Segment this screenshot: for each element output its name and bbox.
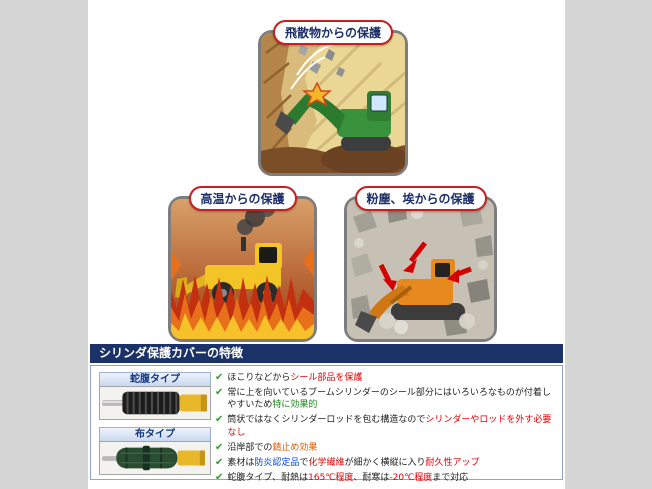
card-title-text: 粉塵、埃からの保護 xyxy=(366,192,475,206)
feature-text: 沿岸部での錆止め効果 xyxy=(227,442,317,454)
feature-text-segment: 沿岸部での xyxy=(227,442,273,453)
feature-text-segment: 素材は xyxy=(227,457,255,468)
jabara-product-photo xyxy=(99,386,211,420)
check-icon: ✔ xyxy=(215,372,224,383)
product-label: 布タイプ xyxy=(99,427,211,441)
feature-text-segment: 耐久性アップ xyxy=(425,457,480,468)
feature-text-segment: 化学繊維 xyxy=(308,457,345,468)
features-box: 蛇腹タイプ 布タイプ xyxy=(90,365,563,483)
feature-text-segment: 常に上を向いているブームシリンダーのシール部分にはいろいろなものが付着しやすいた… xyxy=(227,388,551,411)
check-icon: ✔ xyxy=(215,471,224,483)
feature-text-segment: で xyxy=(299,457,309,468)
features-header-text: シリンダ保護カバーの特徴 xyxy=(99,346,244,360)
feature-text-segment: 165℃程度 xyxy=(308,472,354,483)
heat-illustration xyxy=(171,199,314,339)
card-title-badge: 高温からの保護 xyxy=(188,186,297,211)
card-title-text: 飛散物からの保護 xyxy=(284,26,382,40)
feature-text: ほこりなどからシール部品を保護 xyxy=(227,372,362,384)
features-header: シリンダ保護カバーの特徴 xyxy=(90,344,563,363)
feature-text-segment: 錆止め効果 xyxy=(272,442,318,453)
check-icon: ✔ xyxy=(215,414,224,426)
feature-item: ✔ 常に上を向いているブームシリンダーのシール部分にはいろいろなものが付着しやす… xyxy=(215,387,559,411)
feature-text: 常に上を向いているブームシリンダーのシール部分にはいろいろなものが付着しやすいた… xyxy=(227,387,559,411)
feature-text-segment: ほこりなどから xyxy=(227,373,291,383)
protection-card-debris: 飛散物からの保護 xyxy=(258,20,408,176)
feature-text-segment: -20℃程度 xyxy=(389,472,433,483)
feature-text-segment: 筒状ではなくシリンダーロッドを包む構造なので xyxy=(227,415,426,426)
feature-item: ✔ 蛇腹タイプ、耐熱は165℃程度、耐寒は-20℃程度まで対応 xyxy=(215,472,559,484)
product-label: 蛇腹タイプ xyxy=(99,372,211,386)
product-thumbnails: 蛇腹タイプ 布タイプ xyxy=(99,372,211,475)
dust-illustration xyxy=(347,199,494,339)
feature-item: ✔ ほこりなどからシール部品を保護 xyxy=(215,372,559,384)
check-icon: ✔ xyxy=(215,456,224,468)
protection-card-dust: 粉塵、埃からの保護 xyxy=(344,186,497,342)
feature-item: ✔ 沿岸部での錆止め効果 xyxy=(215,442,559,454)
feature-text-segment: 防炎認定品 xyxy=(254,457,300,468)
nuno-product-photo xyxy=(99,441,211,475)
feature-text-segment: シール部品を保護 xyxy=(290,373,363,383)
feature-text-segment: が細かく横縦に入り xyxy=(344,457,426,468)
protection-card-heat: 高温からの保護 xyxy=(168,186,317,342)
card-title-badge: 飛散物からの保護 xyxy=(272,20,394,45)
feature-text: 蛇腹タイプ、耐熱は165℃程度、耐寒は-20℃程度まで対応 xyxy=(227,472,468,484)
card-title-badge: 粉塵、埃からの保護 xyxy=(354,186,487,211)
feature-list: ✔ ほこりなどからシール部品を保護 ✔ 常に上を向いているブームシリンダーのシー… xyxy=(215,372,559,484)
feature-item: ✔ 筒状ではなくシリンダーロッドを包む構造なのでシリンダーやロッドを外す必要なし xyxy=(215,414,559,438)
check-icon: ✔ xyxy=(215,441,224,453)
product-nuno: 布タイプ xyxy=(99,427,211,475)
feature-text: 筒状ではなくシリンダーロッドを包む構造なのでシリンダーやロッドを外す必要なし xyxy=(227,414,559,438)
feature-text: 素材は防炎認定品で化学繊維が細かく横縦に入り耐久性アップ xyxy=(227,457,479,469)
card-title-text: 高温からの保護 xyxy=(200,192,285,206)
product-jabara: 蛇腹タイプ xyxy=(99,372,211,420)
check-icon: ✔ xyxy=(215,387,224,399)
feature-text-segment: 、耐寒は xyxy=(353,472,390,483)
feature-text-segment: 特に効果的 xyxy=(272,400,318,411)
feature-text-segment: まで対応 xyxy=(432,472,469,483)
feature-text-segment: シリンダーやロッドを外す必要なし xyxy=(227,415,552,438)
debris-illustration xyxy=(261,33,405,173)
feature-text-segment: 蛇腹タイプ、耐熱は xyxy=(227,472,309,483)
feature-item: ✔ 素材は防炎認定品で化学繊維が細かく横縦に入り耐久性アップ xyxy=(215,457,559,469)
